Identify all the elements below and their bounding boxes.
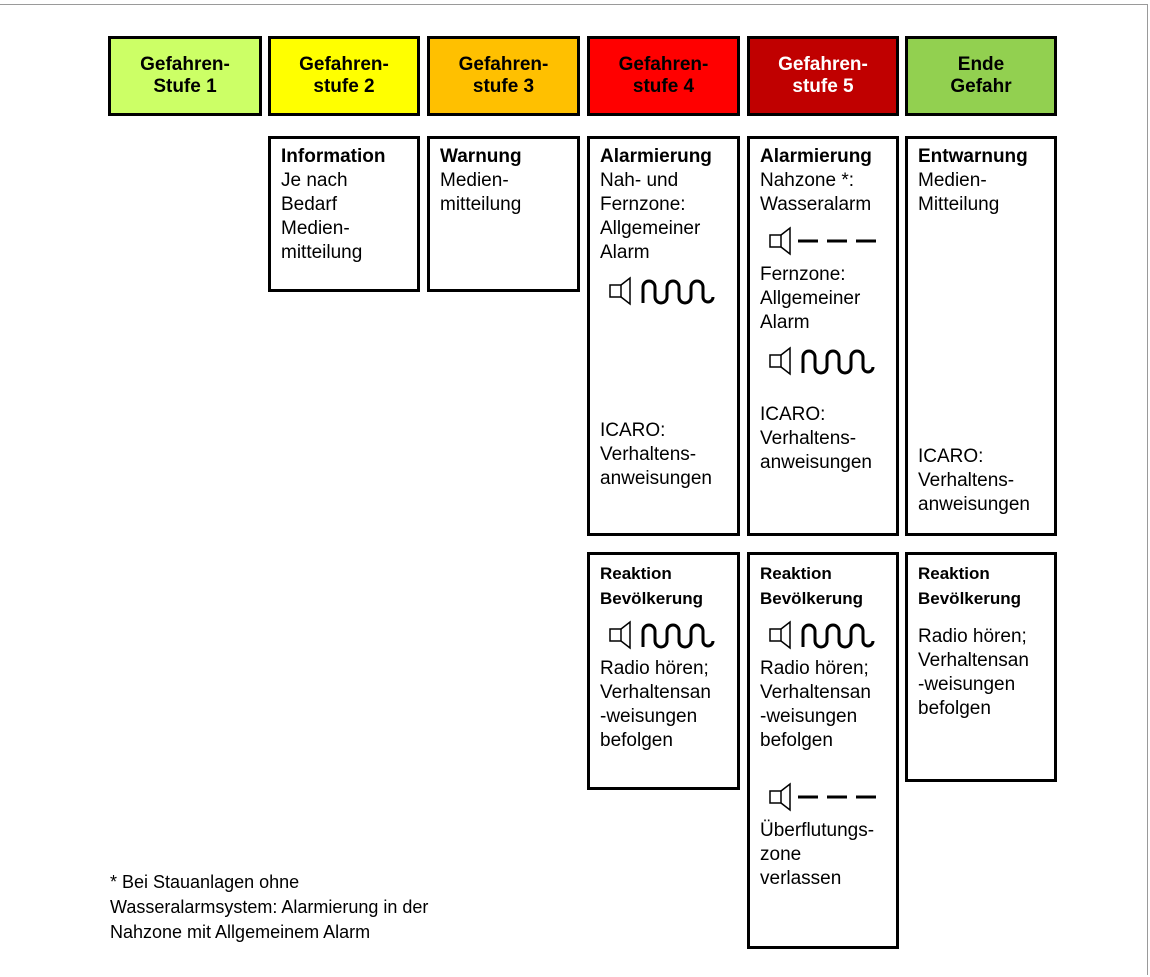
level-3-header: Gefahren- stufe 3	[427, 36, 580, 116]
flood-zone-line: zone	[760, 844, 802, 865]
level-4-line2: stufe 4	[632, 76, 695, 97]
icaro-line: anweisungen	[918, 494, 1030, 515]
level-5-header: Gefahren- stufe 5	[747, 36, 899, 116]
siren-general-alarm-icon	[760, 343, 888, 379]
level-3-line1: Gefahren-	[458, 54, 549, 75]
alarm-line: Fernzone:	[760, 264, 846, 285]
page-frame	[0, 4, 1148, 975]
end-danger-all-clear-box: Entwarnung Medien- Mitteilung ICARO: Ver…	[905, 136, 1057, 536]
siren-water-alarm-icon	[760, 223, 888, 259]
icaro-line: ICARO:	[760, 404, 826, 425]
icaro-line: Verhaltens-	[918, 470, 1015, 491]
icaro-line: anweisungen	[760, 452, 872, 473]
alarm-line: Wasseralarm	[760, 194, 872, 215]
level-4-line1: Gefahren-	[618, 54, 709, 75]
footnote-line: * Bei Stauanlagen ohne	[110, 872, 300, 892]
siren-water-alarm-icon	[760, 779, 888, 815]
alarm-line: Allgemeiner	[600, 218, 701, 239]
level-5-reaction-box: Reaktion Bevölkerung Radio hören; Verhal…	[747, 552, 899, 949]
information-line: Je nach	[281, 170, 348, 191]
level-1-line2: Stufe 1	[153, 76, 217, 97]
reaction-line: befolgen	[600, 730, 673, 751]
reaction-line: Verhaltensan	[918, 650, 1029, 671]
icaro-line: Verhaltens-	[600, 444, 697, 465]
warning-title: Warnung	[440, 146, 522, 167]
reaction-line: Verhaltensan	[760, 682, 871, 703]
all-clear-line: Medien-	[918, 170, 987, 191]
warning-line: mitteilung	[440, 194, 522, 215]
level-2-header: Gefahren- stufe 2	[268, 36, 420, 116]
level-5-line1: Gefahren-	[778, 54, 868, 75]
alarm-line: Alarm	[760, 312, 810, 333]
siren-general-alarm-icon	[760, 617, 888, 653]
end-danger-header: Ende Gefahr	[905, 36, 1057, 116]
reaction-title: Reaktion	[760, 564, 832, 583]
level-2-information-box: Information Je nach Bedarf Medien- mitte…	[268, 136, 420, 292]
reaction-title: Bevölkerung	[600, 589, 703, 608]
reaction-title: Reaktion	[918, 564, 990, 583]
footnote: * Bei Stauanlagen ohne Wasseralarmsystem…	[110, 870, 428, 945]
information-line: mitteilung	[281, 242, 363, 263]
footnote-line: Wasseralarmsystem: Alarmierung in der	[110, 897, 429, 917]
siren-general-alarm-icon	[600, 617, 729, 653]
reaction-line: -weisungen	[918, 674, 1016, 695]
information-line: Medien-	[281, 218, 350, 239]
reaction-line: befolgen	[760, 730, 833, 751]
level-3-line2: stufe 3	[472, 76, 535, 97]
icaro-line: Verhaltens-	[760, 428, 857, 449]
all-clear-line: Mitteilung	[918, 194, 1000, 215]
reaction-title: Bevölkerung	[760, 589, 863, 608]
reaction-title: Bevölkerung	[918, 589, 1021, 608]
reaction-line: Radio hören;	[918, 626, 1027, 647]
level-1-header: Gefahren- Stufe 1	[108, 36, 262, 116]
all-clear-title: Entwarnung	[918, 146, 1028, 167]
level-2-line2: stufe 2	[313, 76, 375, 97]
siren-general-alarm-icon	[600, 273, 729, 309]
level-5-alarm-box: Alarmierung Nahzone *: Wasseralarm Fernz…	[747, 136, 899, 536]
reaction-line: Verhaltensan	[600, 682, 711, 703]
reaction-title: Reaktion	[600, 564, 672, 583]
flood-zone-line: Überflutungs-	[760, 820, 875, 841]
level-1-line1: Gefahren-	[140, 54, 230, 75]
alarm-line: Alarm	[600, 242, 650, 263]
warning-line: Medien-	[440, 170, 509, 191]
reaction-line: Radio hören;	[600, 658, 709, 679]
reaction-line: Radio hören;	[760, 658, 869, 679]
reaction-line: -weisungen	[600, 706, 698, 727]
reaction-line: -weisungen	[760, 706, 858, 727]
level-2-line1: Gefahren-	[299, 54, 389, 75]
icaro-line: anweisungen	[600, 468, 712, 489]
level-3-warning-box: Warnung Medien- mitteilung	[427, 136, 580, 292]
level-5-line2: stufe 5	[792, 76, 854, 97]
flood-zone-line: verlassen	[760, 868, 842, 889]
end-danger-reaction-box: Reaktion Bevölkerung Radio hören; Verhal…	[905, 552, 1057, 782]
alarm-line: Fernzone:	[600, 194, 686, 215]
icaro-line: ICARO:	[600, 420, 666, 441]
end-danger-line2: Gefahr	[950, 76, 1012, 97]
alarm-title: Alarmierung	[600, 146, 712, 167]
reaction-line: befolgen	[918, 698, 991, 719]
footnote-line: Nahzone mit Allgemeinem Alarm	[110, 922, 371, 942]
level-4-alarm-box: Alarmierung Nah- und Fernzone: Allgemein…	[587, 136, 740, 536]
information-title: Information	[281, 146, 386, 167]
level-4-reaction-box: Reaktion Bevölkerung Radio hören; Verhal…	[587, 552, 740, 790]
icaro-line: ICARO:	[918, 446, 984, 467]
information-line: Bedarf	[281, 194, 337, 215]
alarm-line: Nahzone *:	[760, 170, 855, 191]
alarm-title: Alarmierung	[760, 146, 872, 167]
alarm-line: Allgemeiner	[760, 288, 861, 309]
level-4-header: Gefahren- stufe 4	[587, 36, 740, 116]
end-danger-line1: Ende	[957, 54, 1005, 75]
alarm-line: Nah- und	[600, 170, 679, 191]
